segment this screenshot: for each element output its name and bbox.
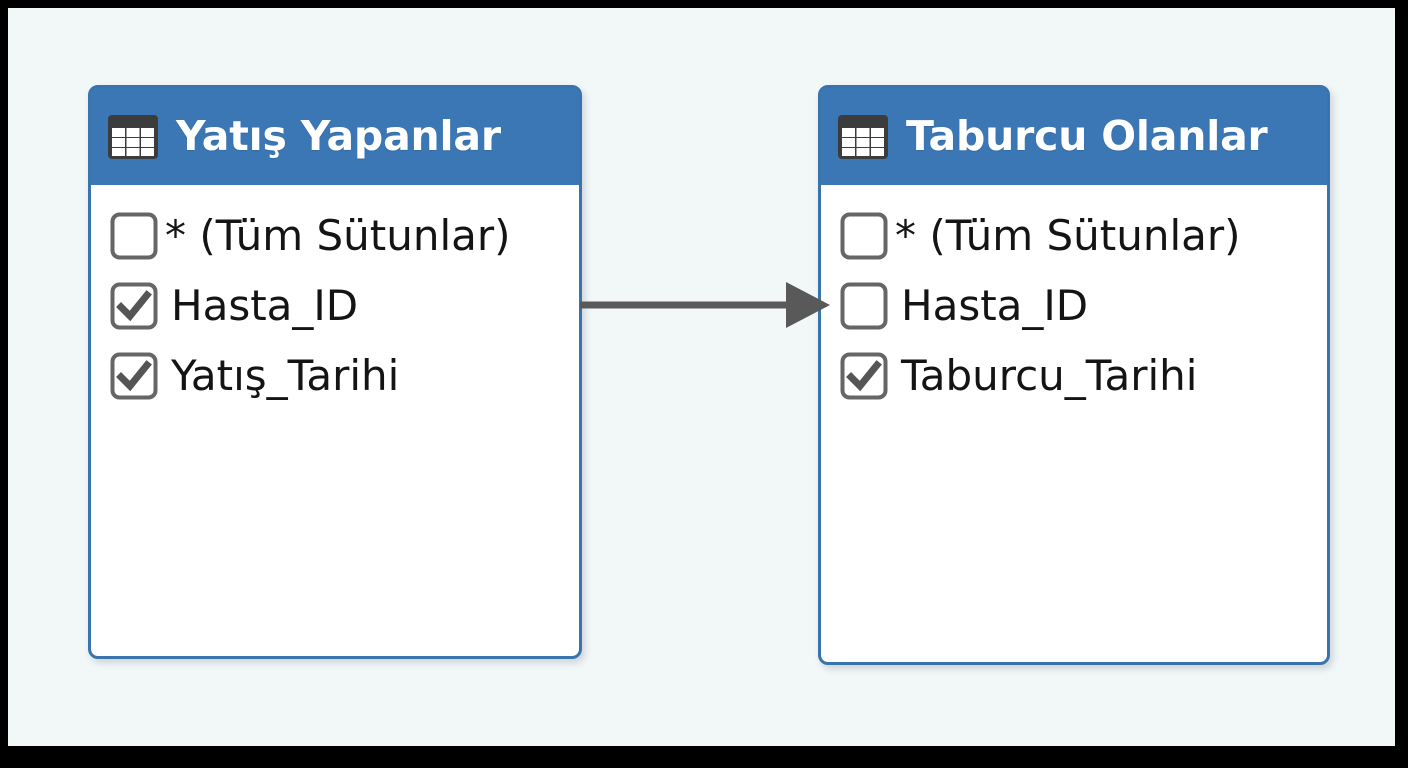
checkbox-checked-icon[interactable] xyxy=(839,351,889,401)
table-icon xyxy=(108,114,158,159)
column-label: Taburcu_Tarihi xyxy=(901,351,1198,400)
table-icon xyxy=(838,114,888,159)
column-label: * (Tüm Sütunlar) xyxy=(165,211,511,260)
join-arrow xyxy=(580,282,830,328)
table-panel-yatis-yapanlar[interactable]: Yatış Yapanlar * (Tüm Sütunlar) Hasta_ID xyxy=(88,85,582,659)
column-label: * (Tüm Sütunlar) xyxy=(895,211,1241,260)
column-row[interactable]: Hasta_ID xyxy=(821,271,1327,341)
table-panel-header-left[interactable]: Yatış Yapanlar xyxy=(91,88,579,185)
column-row[interactable]: * (Tüm Sütunlar) xyxy=(821,201,1327,271)
column-list-left: * (Tüm Sütunlar) Hasta_ID Yatış_Tarihi xyxy=(91,185,579,411)
diagram-canvas: Yatış Yapanlar * (Tüm Sütunlar) Hasta_ID xyxy=(8,8,1395,746)
column-list-right: * (Tüm Sütunlar) Hasta_ID Taburcu_Tarihi xyxy=(821,185,1327,411)
checkbox-unchecked-icon[interactable] xyxy=(839,211,889,261)
table-panel-taburcu-olanlar[interactable]: Taburcu Olanlar * (Tüm Sütunlar) Hasta_I… xyxy=(818,85,1330,665)
column-label: Hasta_ID xyxy=(171,281,359,330)
column-label: Yatış_Tarihi xyxy=(171,351,400,400)
column-row[interactable]: Yatış_Tarihi xyxy=(91,341,579,411)
table-title-right: Taburcu Olanlar xyxy=(906,112,1268,160)
column-row[interactable]: Taburcu_Tarihi xyxy=(821,341,1327,411)
column-row[interactable]: Hasta_ID xyxy=(91,271,579,341)
table-panel-header-right[interactable]: Taburcu Olanlar xyxy=(821,88,1327,185)
checkbox-checked-icon[interactable] xyxy=(109,351,159,401)
checkbox-checked-icon[interactable] xyxy=(109,281,159,331)
column-label: Hasta_ID xyxy=(901,281,1089,330)
table-title-left: Yatış Yapanlar xyxy=(176,112,501,160)
checkbox-unchecked-icon[interactable] xyxy=(839,281,889,331)
checkbox-unchecked-icon[interactable] xyxy=(109,211,159,261)
column-row[interactable]: * (Tüm Sütunlar) xyxy=(91,201,579,271)
